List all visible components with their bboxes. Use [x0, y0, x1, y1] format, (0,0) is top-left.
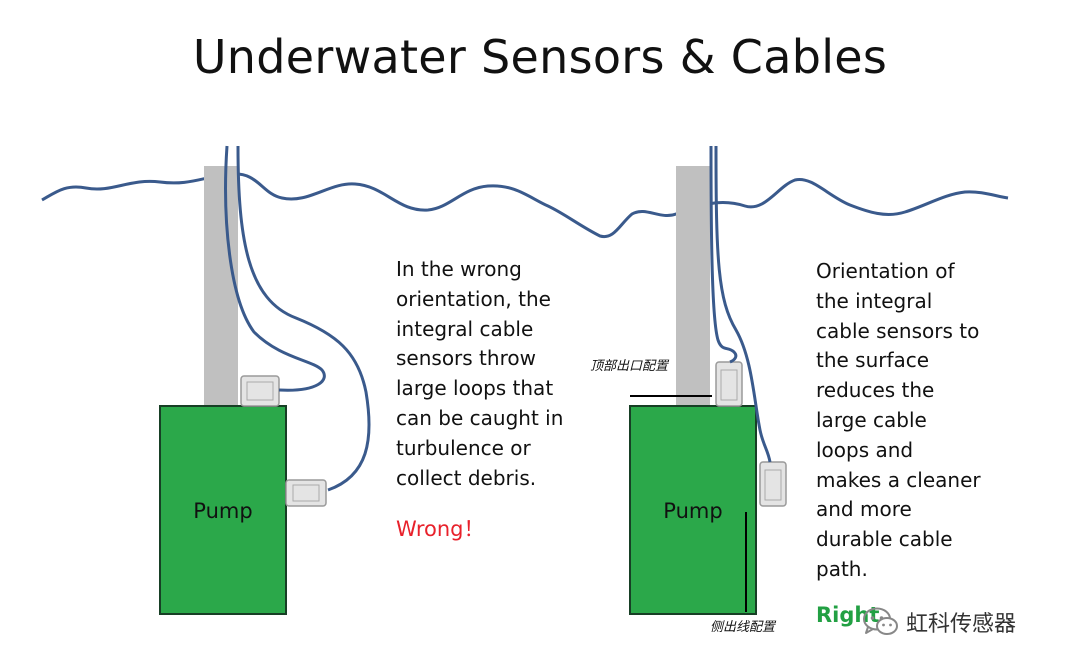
- left-description-line: can be caught in: [396, 405, 564, 430]
- left-description-line: sensors throw: [396, 346, 536, 371]
- right-description-line: loops and: [816, 437, 914, 462]
- left-description-line: orientation, the: [396, 286, 551, 311]
- water-surface-line: [41, 172, 1009, 239]
- wechat-icon: [863, 607, 898, 635]
- right-description-line: and more: [816, 497, 912, 522]
- left-description-line: integral cable: [396, 316, 534, 341]
- right-description-line: the integral: [816, 288, 933, 313]
- right-cable-side-sensor: [714, 145, 772, 463]
- right-description-line: Orientation of: [816, 259, 955, 283]
- right-description-line: path.: [816, 556, 868, 581]
- wrong-label: Wrong！: [396, 517, 485, 541]
- right-description-line: durable cable: [816, 527, 953, 552]
- right-description-line: reduces the: [816, 378, 935, 403]
- right-cable-top-sensor: [709, 145, 738, 364]
- left-description-line: large loops that: [396, 376, 554, 401]
- page-title: Underwater Sensors & Cables: [192, 30, 888, 84]
- left-cable-loop-upper: [224, 145, 326, 392]
- left-upper-sensor: [240, 375, 280, 407]
- left-description: In the wrong orientation, the integral c…: [396, 255, 563, 493]
- right-pump-label: Pump: [663, 499, 723, 523]
- left-description-line: collect debris.: [396, 465, 537, 490]
- right-label: Right: [816, 603, 880, 627]
- right-description-line: cable sensors to: [816, 318, 980, 343]
- right-description-line: large cable: [816, 407, 927, 432]
- right-pipe: [676, 166, 710, 408]
- left-description-line: turbulence or: [396, 435, 531, 460]
- watermark-text: 虹科传感器: [906, 612, 1017, 637]
- watermark: 虹科传感器: [862, 606, 1016, 638]
- right-side-sensor: [759, 461, 787, 507]
- left-pipe: [204, 166, 238, 408]
- left-side-sensor: [285, 479, 327, 507]
- right-pump-body: [629, 405, 757, 615]
- left-description-line: In the wrong: [396, 257, 522, 281]
- side-outlet-label: 侧出线配置: [710, 620, 776, 635]
- left-cable-loop-lower: [236, 145, 371, 492]
- right-description-line: the surface: [816, 348, 930, 373]
- left-pump-body: [159, 405, 287, 615]
- right-top-sensor: [715, 361, 743, 407]
- right-description: Orientation of the integral cable sensor…: [816, 257, 981, 585]
- top-outlet-label: 顶部出口配置: [590, 359, 669, 374]
- right-description-line: makes a cleaner: [816, 467, 981, 492]
- left-pump-label: Pump: [193, 499, 253, 523]
